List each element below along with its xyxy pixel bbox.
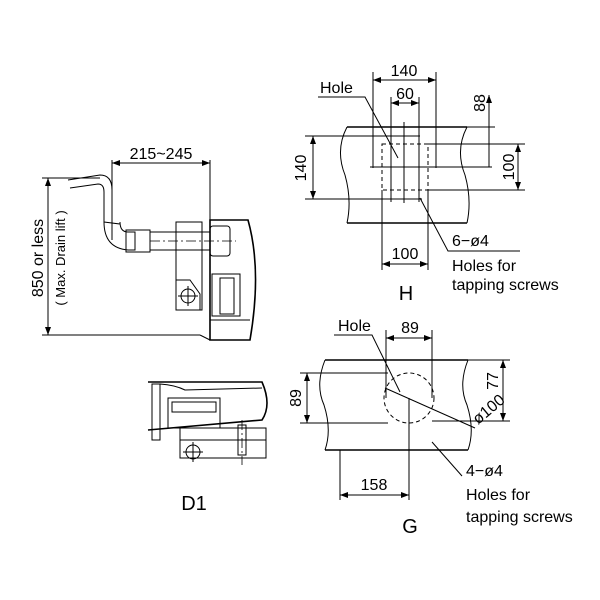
drain-pipe [67, 174, 236, 253]
g-dim-top: 89 [401, 320, 419, 337]
h-dim-top-outer: 140 [391, 63, 418, 80]
view-label-h: H [399, 283, 413, 305]
g-screw-note-2: tapping screws [466, 509, 573, 526]
g-hole-outline [383, 372, 435, 424]
view-h: 140 100 88 140 60 100 Hole 6−ø4 Holes fo… [293, 63, 559, 305]
g-hole-label: Hole [338, 318, 371, 335]
g-screw-note-1: Holes for [466, 487, 531, 504]
view-g: 89 89 77 158 ø100 Hole 4−ø4 Holes for ta… [288, 318, 573, 538]
g-dim-left: 89 [288, 389, 305, 407]
g-dim-right: 77 [485, 372, 502, 390]
unit-body [175, 219, 257, 341]
h-screw-note-1: Holes for [452, 258, 517, 275]
height-dimension: 850 or less [30, 219, 47, 297]
h-screw-note-2: tapping screws [452, 277, 559, 294]
h-dim-top-inner: 60 [396, 86, 414, 103]
view-label-d1: D1 [181, 493, 207, 515]
g-screw-spec: 4−ø4 [466, 463, 503, 480]
h-screw-spec: 6−ø4 [452, 233, 489, 250]
h-dim-offset: 88 [472, 94, 489, 112]
g-dim-bottom: 158 [361, 477, 388, 494]
h-dim-bottom: 100 [392, 246, 419, 263]
h-dim-left: 140 [293, 155, 310, 182]
width-dimension: 215~245 [130, 146, 193, 163]
height-note: ( Max. Drain lift ) [53, 210, 68, 305]
side-view: 215~245 850 or less ( Max. Drain lift ) [30, 146, 257, 341]
h-dim-right: 100 [501, 154, 518, 181]
bottom-view: D1 [147, 381, 268, 515]
view-label-g: G [402, 516, 418, 538]
h-hole-label: Hole [320, 80, 353, 97]
